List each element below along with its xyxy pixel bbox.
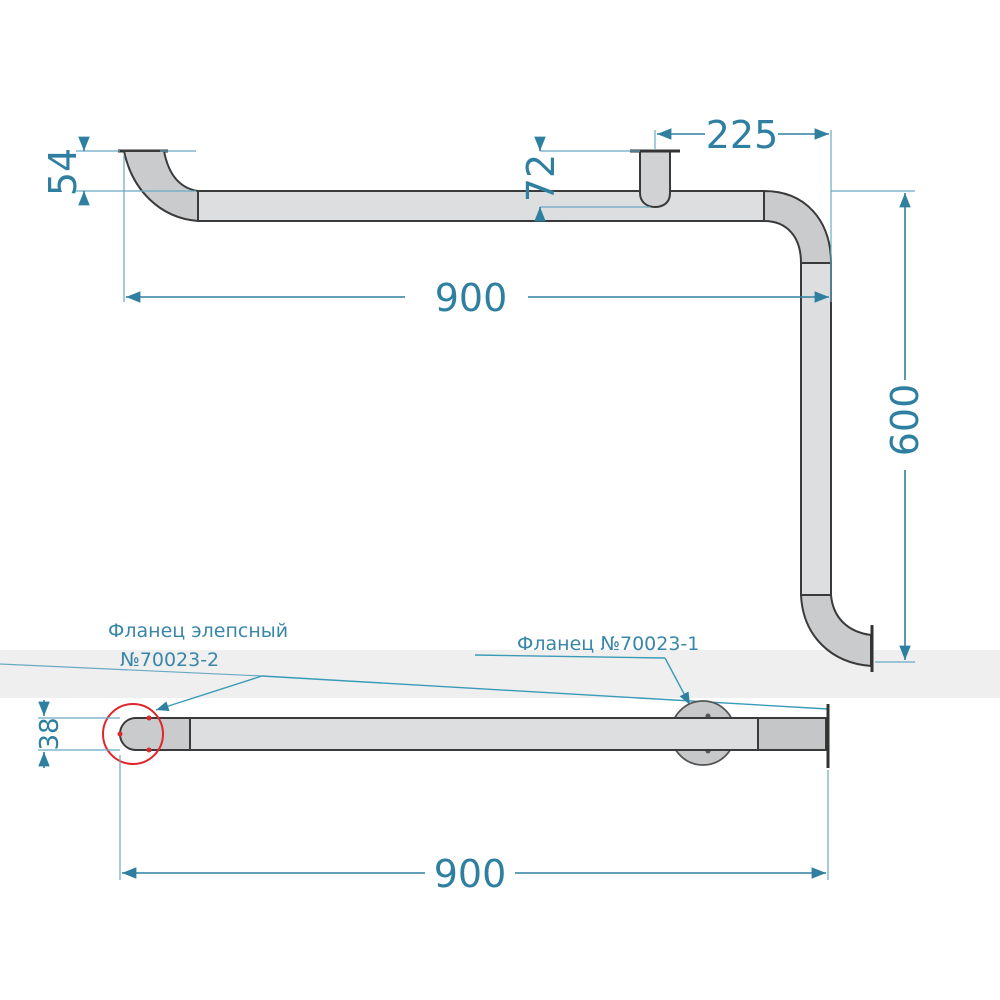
bottom-bar-rounded-end [118, 717, 191, 751]
leader-line-main [261, 675, 829, 710]
elliptic-flange-label-line1: Фланец элепсный [108, 620, 288, 642]
top-horizontal-tube [197, 190, 765, 222]
middle-support-post [639, 150, 671, 209]
top-view: 900 225 600 72 54 [41, 113, 927, 672]
leader-line-elliptic [0, 663, 263, 677]
leader-to-round-flange-arrow [664, 657, 691, 706]
corner-bend [763, 189, 833, 264]
drop-54-dimension: 54 [41, 148, 85, 196]
diameter-dimension: 38 [35, 717, 65, 750]
bottom-view: 38 900 Фланец элепсный №70023-2 Фланец №… [0, 620, 830, 896]
bottom-bar-tube [189, 717, 759, 751]
round-flange-label: Фланец №70023-1 [517, 633, 699, 655]
bottom-length-dimension: 900 [434, 852, 507, 896]
bottom-bar-end [757, 717, 827, 751]
vertical-tube [800, 262, 832, 596]
elliptic-flange-label-line2: №70023-2 [120, 649, 219, 671]
leader-to-round-flange [474, 654, 666, 659]
top-length-dimension: 900 [435, 276, 508, 320]
elliptic-flange-highlight [102, 703, 164, 765]
offset-dimension: 225 [706, 113, 779, 157]
drop-72-dimension: 72 [519, 154, 563, 202]
left-bend [122, 150, 199, 223]
height-dimension: 600 [883, 384, 927, 457]
leader-to-elliptic-flange [155, 675, 263, 711]
